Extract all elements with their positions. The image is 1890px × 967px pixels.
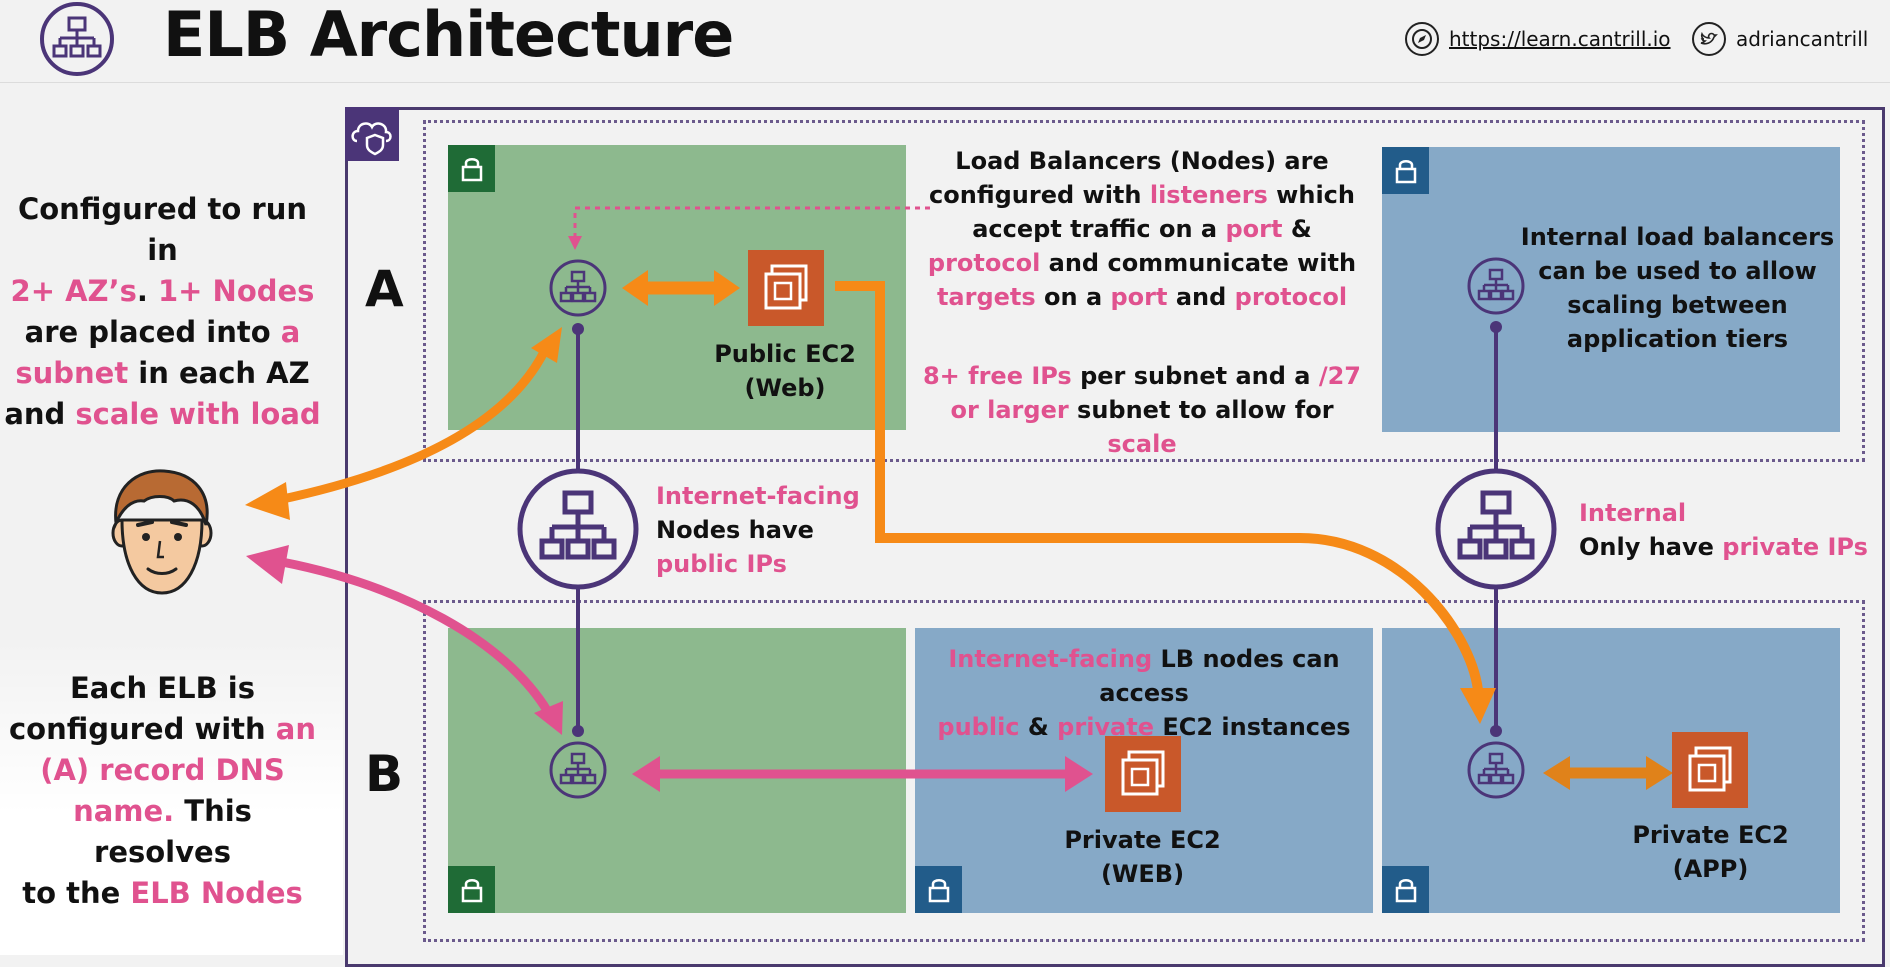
twitter-icon: [1692, 22, 1726, 56]
user-face-icon: [111, 469, 213, 595]
internal-lb-note: Internal load balancers can be used to a…: [1520, 223, 1835, 353]
dns-note-line-5: to the ELB Nodes: [22, 876, 303, 910]
lock-icon: [915, 866, 962, 913]
load-balancer-icon: [520, 471, 636, 587]
az-note-line-5: and scale with load: [4, 397, 321, 431]
dns-note-line-3: (A) record DNS: [40, 753, 285, 787]
elb-node-icon: [549, 741, 607, 799]
header-bar: [0, 0, 1890, 83]
az-note-line-1: Configured to run in: [17, 192, 308, 267]
page-title: ELB Architecture: [163, 0, 734, 71]
access-note: Internet-facing LB nodes can access publ…: [937, 645, 1351, 741]
az-b-label: B: [365, 745, 404, 803]
az-note-line-2: 2+ AZ’s. 1+ Nodes: [10, 274, 315, 308]
dns-note-line-4: name. This resolves: [73, 794, 252, 869]
az-a-label: A: [365, 260, 404, 318]
left-panel-fade: [0, 640, 343, 955]
public-ec2-web-label: Public EC2 (Web): [714, 340, 856, 402]
lock-icon: [1382, 147, 1429, 194]
availability-zone-b: [423, 600, 1865, 942]
private-app-subnet-a: [1382, 147, 1840, 432]
private-ec2-web-label: Private EC2 (WEB): [1064, 826, 1221, 888]
az-note-line-4: subnet in each AZ: [15, 356, 310, 390]
lock-icon: [448, 866, 495, 913]
az-config-note: Configured to run in 2+ AZ’s. 1+ Nodes a…: [0, 189, 325, 435]
dns-note-line-1: Each ELB is: [69, 671, 255, 705]
private-ec2-app-label: Private EC2 (APP): [1632, 821, 1789, 883]
ec2-chip-icon: [1672, 732, 1748, 808]
az-note-line-3: are placed into a: [24, 315, 301, 349]
elb-logo-icon: [40, 2, 114, 76]
elb-node-icon: [1467, 741, 1525, 799]
internet-facing-label: Internet-facing Nodes have public IPs: [656, 482, 860, 578]
internal-label: Internal Only have private IPs: [1579, 499, 1868, 561]
availability-zone-a: [423, 120, 1865, 462]
subnet-size-note: 8+ free IPs per subnet and a /27 or larg…: [922, 362, 1362, 458]
twitter-handle[interactable]: adriancantrill: [1736, 27, 1869, 51]
elb-node-icon: [549, 259, 607, 317]
listener-note: Load Balancers (Nodes) are configured wi…: [927, 147, 1357, 311]
load-balancer-icon: [1438, 471, 1554, 587]
ec2-chip-icon: [748, 250, 824, 326]
compass-icon: [1405, 22, 1439, 56]
course-url-link[interactable]: https://learn.cantrill.io: [1449, 27, 1671, 51]
lock-icon: [448, 145, 495, 192]
ec2-chip-icon: [1105, 736, 1181, 812]
twitter-link[interactable]: adriancantrill: [1692, 22, 1868, 56]
dns-note-line-2: configured with an: [8, 712, 317, 746]
dns-note: Each ELB is configured with an (A) recor…: [0, 668, 325, 914]
lock-icon: [1382, 866, 1429, 913]
course-link[interactable]: https://learn.cantrill.io: [1405, 22, 1671, 56]
vpc-cloud-shield-icon: [345, 107, 399, 161]
